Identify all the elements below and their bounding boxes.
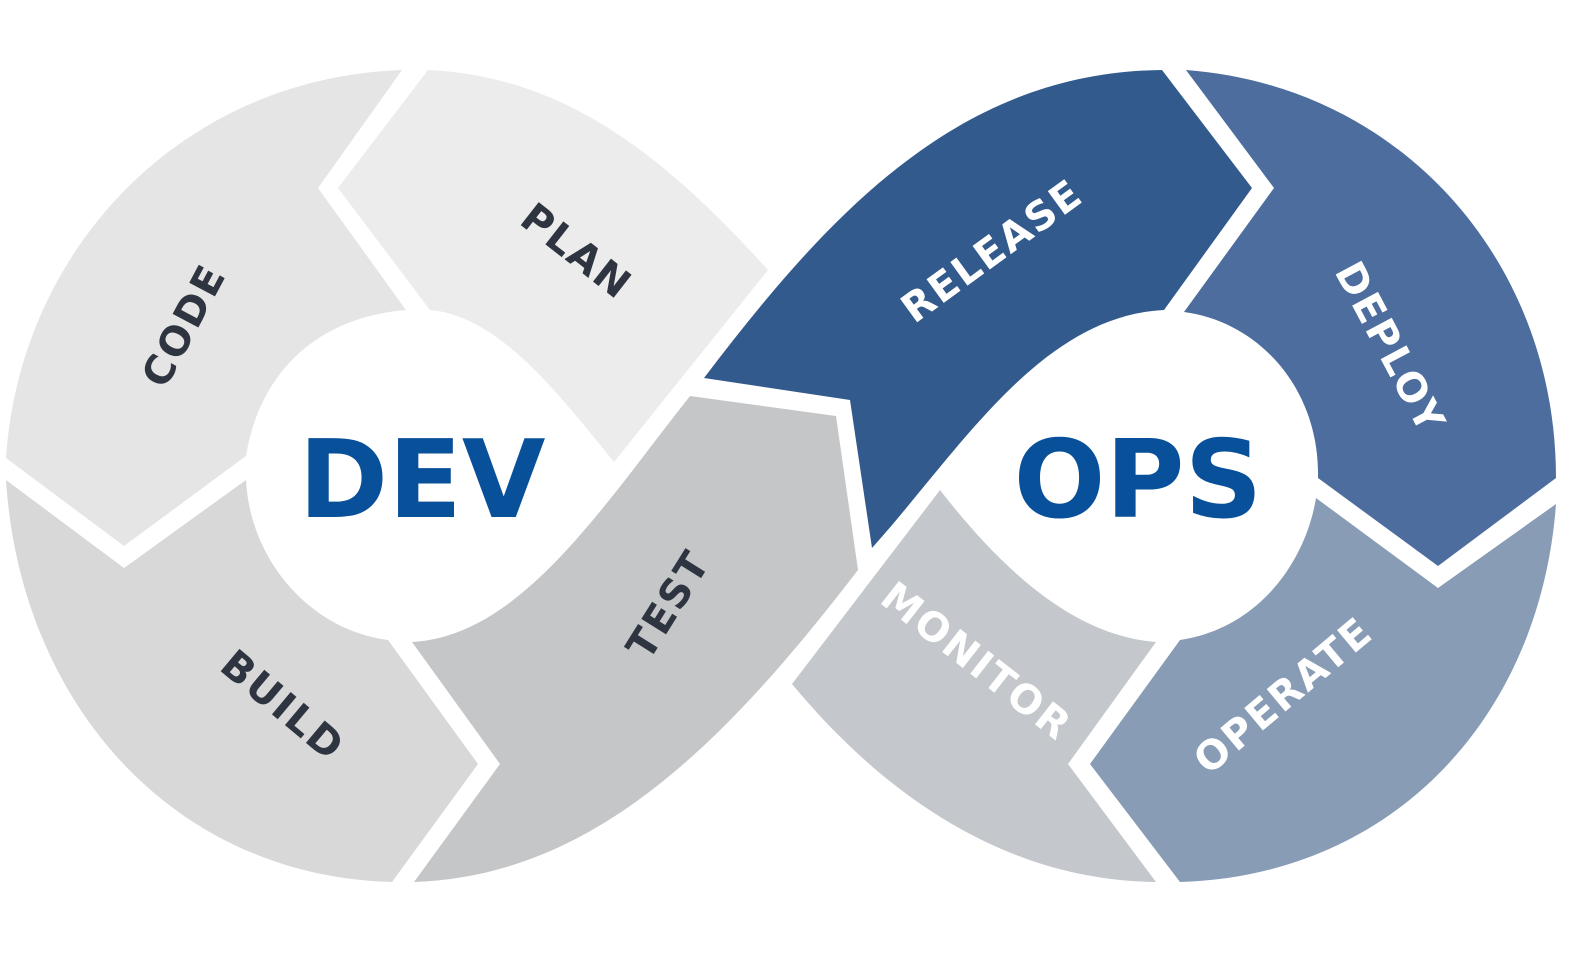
- hub-ops-label: OPS: [1014, 418, 1263, 543]
- segment-operate: [1090, 498, 1556, 882]
- segment-plan: [338, 70, 768, 462]
- hub-dev-label: DEV: [298, 418, 545, 543]
- segment-test: [412, 396, 858, 882]
- segment-deploy: [1184, 70, 1556, 566]
- segment-monitor: [792, 490, 1156, 882]
- segment-code: [6, 70, 406, 546]
- segment-release: [704, 70, 1252, 548]
- segment-build: [6, 480, 478, 882]
